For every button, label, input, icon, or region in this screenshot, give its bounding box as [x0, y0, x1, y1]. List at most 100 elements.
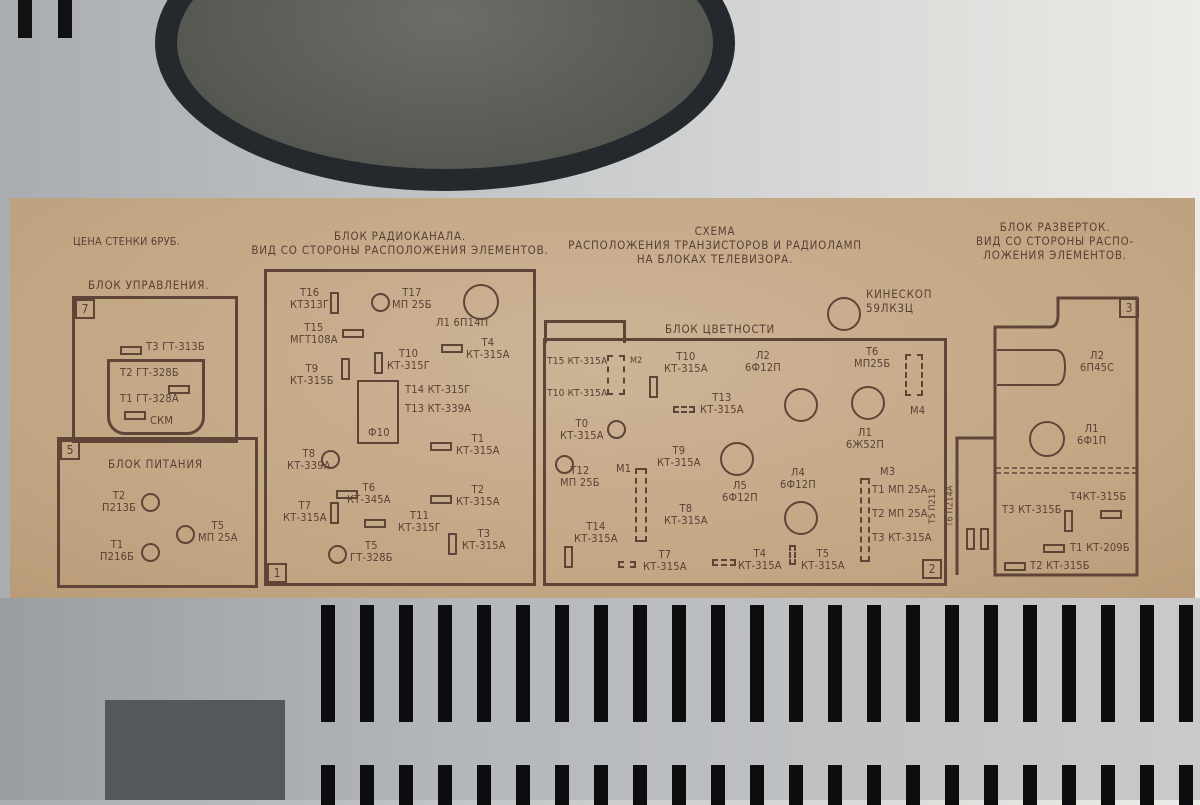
schematic-label: [10, 198, 1195, 598]
f10-module: [357, 380, 399, 444]
block-number: 5: [60, 440, 80, 460]
component-label: Т8 КТ-339А: [287, 447, 331, 472]
diagram-title: СХЕМА РАСПОЛОЖЕНИЯ ТРАНЗИСТОРОВ И РАДИОЛ…: [568, 224, 862, 266]
component-label: М4: [910, 404, 926, 417]
component-label: Т14 КТ-315Г: [405, 383, 471, 396]
component-label: Т3 КТ-315Б: [1002, 503, 1062, 516]
vent-slot: [1101, 765, 1115, 805]
vent-slot: [711, 765, 725, 805]
component-label: Т9 КТ-315А: [657, 444, 701, 469]
vent-slot: [1179, 765, 1193, 805]
component-label: Т6 П214А: [945, 485, 956, 527]
component-label: Т4 КТ-315А: [466, 336, 510, 361]
vent-slot: [867, 605, 881, 722]
transistor: [341, 358, 350, 380]
component-label: Ф10: [368, 426, 390, 439]
vent-slot: [594, 605, 608, 722]
transistor: [789, 545, 796, 565]
vent-bar: [58, 0, 72, 38]
transistor: [1064, 510, 1073, 532]
block-number: 1: [267, 563, 287, 583]
transistor: [120, 346, 142, 355]
component-label: Т1 МП 25А: [872, 483, 928, 496]
component-label: М3: [880, 465, 896, 478]
scan-block-title: БЛОК РАЗВЕРТОК. ВИД СО СТОРОНЫ РАСПО- ЛО…: [975, 220, 1135, 262]
vent-slot: [438, 605, 452, 722]
component-label: Т13 КТ-315А: [700, 391, 744, 416]
component-label: Т9 КТ-315Б: [290, 362, 334, 387]
vent-slot: [984, 765, 998, 805]
component-label: Т10 КТ-315Г: [387, 347, 430, 372]
vent-slot: [438, 765, 452, 805]
vent-slot: [477, 765, 491, 805]
component-label: Т2 КТ-315Б: [1030, 559, 1090, 572]
vent-slot: [750, 605, 764, 722]
vent-slot: [321, 605, 335, 722]
component-label: Т3 ГТ-313Б: [146, 340, 205, 353]
transistor: [330, 292, 339, 314]
transistor-can: [371, 293, 390, 312]
control-block-title: БЛОК УПРАВЛЕНИЯ.: [88, 278, 210, 292]
skm-module: [107, 359, 205, 435]
component-label: Т6 МП25Б: [854, 345, 891, 370]
speaker-ring: [155, 0, 735, 191]
component-label: Т2 МП 25А: [872, 507, 928, 520]
tube-socket: [851, 386, 885, 420]
radio-block: [264, 269, 536, 586]
transistor: [430, 495, 452, 504]
vent-slot: [1140, 605, 1154, 722]
vent-slot: [555, 605, 569, 722]
transistor: [564, 546, 573, 568]
transistor: [673, 406, 695, 413]
vent-slot: [399, 765, 413, 805]
vent-slot: [789, 765, 803, 805]
component-label: Л1 6П14П: [436, 316, 489, 329]
transistor-can: [555, 455, 574, 474]
vent-slot: [984, 605, 998, 722]
component-label: Л1 6Ж52П: [846, 426, 884, 451]
component-label: Т16 КТ313Г: [290, 286, 330, 311]
transistor: [364, 519, 386, 528]
scan-block-outline: [955, 296, 1139, 577]
component-label: Т5 КТ-315А: [801, 547, 845, 572]
vent-slot: [672, 765, 686, 805]
vent-slot: [399, 605, 413, 722]
component-label: Т2 КТ-315А: [456, 483, 500, 508]
vent-slot: [867, 765, 881, 805]
component-label: Т7 КТ-315А: [283, 499, 327, 524]
component-label: Т0 КТ-315А: [560, 417, 604, 442]
transistor: [374, 352, 383, 374]
block-number: 3: [1119, 298, 1139, 318]
component-label: Т4 КТ-315А: [738, 547, 782, 572]
component-label: Л4 6Ф12П: [780, 466, 816, 491]
transistor: [1043, 544, 1065, 553]
vent-slot: [945, 765, 959, 805]
control-block: [72, 296, 238, 443]
radio-block-title: БЛОК РАДИОКАНАЛА. ВИД СО СТОРОНЫ РАСПОЛО…: [251, 229, 549, 257]
component-label: Т1 КТ-209Б: [1070, 541, 1130, 554]
component-label: Т10 КТ-315А: [664, 350, 708, 375]
tube-socket: [463, 284, 499, 320]
vent-slot: [945, 605, 959, 722]
component-label: Л5 6Ф12П: [722, 479, 758, 504]
component-label: М1: [616, 462, 632, 475]
block-number: 2: [922, 559, 942, 579]
component-label: Т12 МП 25Б: [560, 464, 600, 489]
vent-slot: [1179, 605, 1193, 722]
vent-slot: [477, 605, 491, 722]
vent-slot: [789, 605, 803, 722]
transistor: [1004, 562, 1026, 571]
transistor: [441, 344, 463, 353]
transistor: [649, 376, 658, 398]
vent-slot: [360, 765, 374, 805]
vent-slot: [1140, 765, 1154, 805]
vent-slot: [1023, 765, 1037, 805]
transistor: [618, 561, 636, 568]
vent-slot: [516, 765, 530, 805]
component-label: Т15 КТ-315А: [547, 356, 608, 367]
color-block-tab: [544, 320, 626, 343]
component-label: Т13 КТ-339А: [405, 402, 472, 415]
component-label: Л2 6П45С: [1080, 349, 1115, 374]
component-label: Т1 П216Б: [100, 538, 135, 563]
module-m4: [905, 354, 923, 396]
